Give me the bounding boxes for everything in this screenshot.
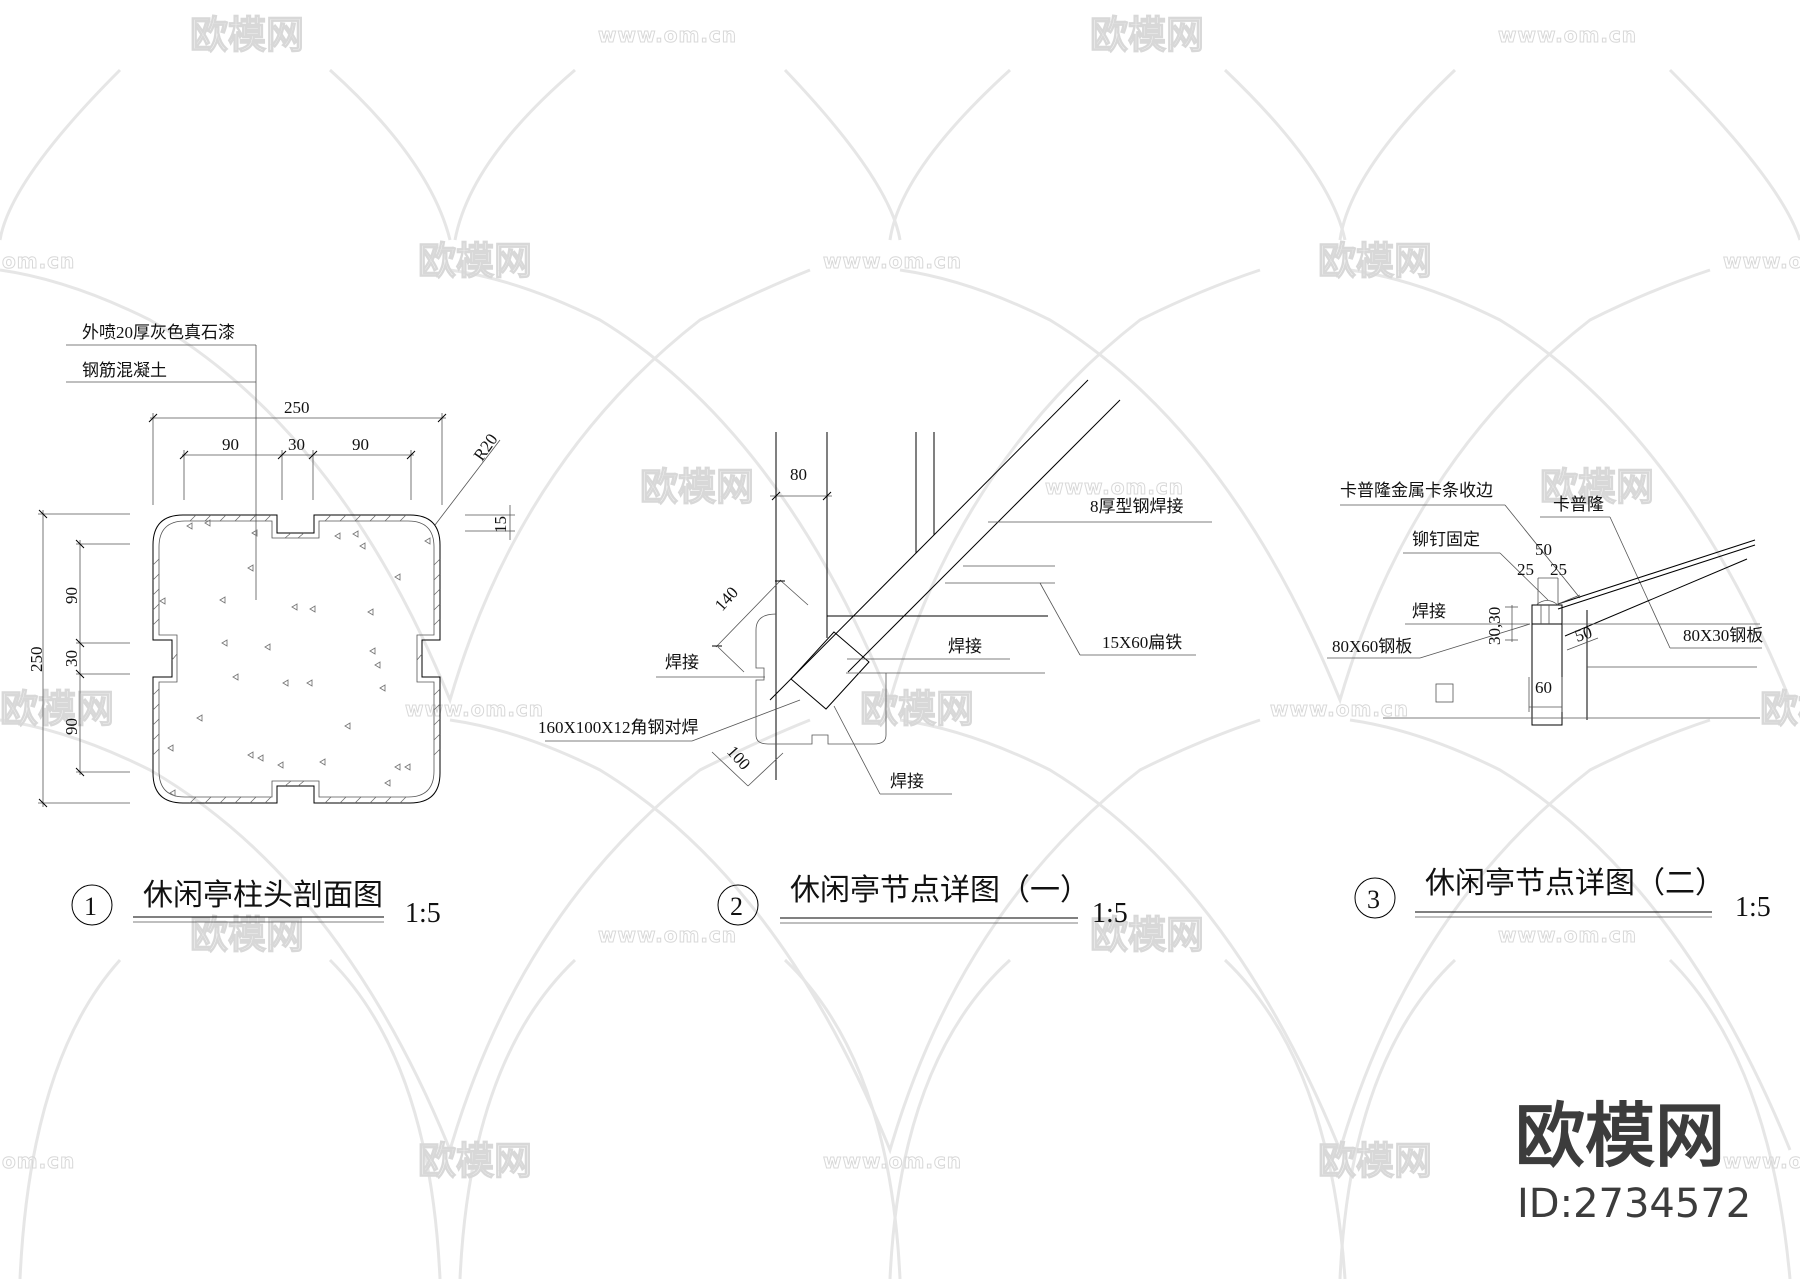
- watermark-brand: 欧模网: [1318, 239, 1432, 283]
- site-stamp: 欧模网 ID:2734572: [1515, 1095, 1751, 1227]
- drawing-2-node-detail-1: 80 140 100 8厚型钢焊接 15X60扁铁 焊接 焊接: [538, 379, 1212, 929]
- watermark-brand: 欧模网: [1318, 1139, 1432, 1183]
- dim-diag: 50: [1572, 622, 1594, 645]
- dim-top: 50: [1535, 540, 1552, 559]
- watermark-url: www.om.cn: [1045, 475, 1184, 499]
- drawing-number: 1: [84, 892, 97, 921]
- drawing-number: 2: [730, 892, 743, 921]
- column-outline: [152, 514, 441, 804]
- dim-notch: 15: [491, 516, 510, 533]
- watermark-url: www.om.cn: [598, 923, 737, 947]
- drawing-number-circle: [1354, 877, 1396, 919]
- drawing-scale: 1:5: [1735, 892, 1771, 923]
- watermark-url: www.om.cn: [598, 23, 737, 47]
- label-material: 钢筋混凝土: [82, 361, 167, 380]
- watermark-url: www.om.cn: [823, 249, 962, 273]
- drawing-title: 休闲亭节点详图（一）: [790, 874, 1090, 907]
- watermark-url: www.om.cn: [823, 1149, 962, 1173]
- drawing-title: 休闲亭柱头剖面图: [143, 879, 383, 912]
- watermark-brand: 欧模网: [1540, 465, 1654, 509]
- drawing-3-node-detail-2: 卡普隆金属卡条收边 卡普隆 铆钉固定 焊接 80X60钢板 80X30钢板: [1327, 481, 1771, 923]
- label-trim: 卡普隆金属卡条收边: [1340, 481, 1493, 500]
- label-rivet: 铆钉固定: [1412, 530, 1480, 549]
- label-plate-80x30: 80X30钢板: [1683, 626, 1763, 645]
- dim-top: 80: [790, 465, 807, 484]
- dim-left-mid: 30: [62, 650, 81, 667]
- label-weld-right: 焊接: [948, 637, 982, 656]
- watermark-url: www.om.cn: [1498, 23, 1637, 47]
- watermark-url: www.om.cn: [1723, 249, 1800, 273]
- dim-bottom: 60: [1535, 678, 1552, 697]
- label-flat-iron: 15X60扁铁: [1102, 633, 1182, 652]
- drawing-number-circle: [717, 884, 759, 926]
- label-coating: 外喷20厚灰色真石漆: [82, 323, 235, 342]
- steel-post: [1531, 604, 1563, 726]
- label-polycarbonate: 卡普隆: [1553, 495, 1604, 514]
- dim-top-left: 25: [1517, 560, 1534, 579]
- watermark-brand: 欧模网: [190, 13, 304, 57]
- watermark-brand: 欧模网: [1090, 13, 1204, 57]
- dim-top-mid: 30: [288, 435, 305, 454]
- watermark-brand: 欧模网: [1760, 687, 1800, 731]
- watermark-brand: 欧模网: [0, 687, 114, 731]
- watermark-brand: 欧模网: [860, 687, 974, 731]
- stamp-id: ID:2734572: [1517, 1181, 1751, 1227]
- label-steel-weld: 8厚型钢焊接: [1090, 497, 1184, 516]
- label-plate-80x60: 80X60钢板: [1332, 637, 1412, 656]
- dim-top-right: 25: [1550, 560, 1567, 579]
- label-weld-left: 焊接: [665, 653, 699, 672]
- drawing-scale: 1:5: [405, 898, 441, 929]
- watermark-url: om.cn: [2, 249, 75, 273]
- watermark-brand: 欧模网: [418, 1139, 532, 1183]
- dim-diag-upper: 140: [711, 583, 742, 615]
- drawing-number: 3: [1367, 885, 1380, 914]
- watermark-url: www.om.cn: [1723, 1149, 1800, 1173]
- small-marker: [1435, 683, 1454, 703]
- label-weld: 焊接: [1412, 602, 1446, 621]
- label-weld-bottom: 焊接: [890, 772, 924, 791]
- dim-left-total: 250: [27, 647, 46, 673]
- watermark-brand: 欧模网: [1090, 913, 1204, 957]
- watermark-logos: 欧模网 www.om.cn 欧模网 www.om.cn om.cn 欧模网 ww…: [0, 12, 1800, 1183]
- watermark-brand: 欧模网: [190, 913, 304, 957]
- dim-left-bottom: 90: [62, 718, 81, 735]
- watermark-brand: 欧模网: [640, 465, 754, 509]
- watermark-url: www.om.cn: [1498, 923, 1637, 947]
- drawing-title: 休闲亭节点详图（二）: [1425, 867, 1725, 900]
- drawing-scale: 1:5: [1092, 898, 1128, 929]
- watermark-url: www.om.cn: [1270, 697, 1409, 721]
- dim-top-left: 90: [222, 435, 239, 454]
- coating-hatch: [152, 514, 441, 804]
- drawing-number-circle: [71, 884, 113, 926]
- watermark-brand: 欧模网: [418, 239, 532, 283]
- dim-top-right: 90: [352, 435, 369, 454]
- watermark-url: www.om.cn: [405, 697, 544, 721]
- dim-left-top: 90: [62, 587, 81, 604]
- dim-vert: 30,30: [1485, 607, 1504, 645]
- dim-radius: R20: [470, 430, 502, 464]
- angle-steel-plate: [790, 631, 870, 710]
- stamp-brand: 欧模网: [1515, 1095, 1725, 1177]
- watermark-url: om.cn: [2, 1149, 75, 1173]
- watermark-pattern: [0, 68, 1800, 1279]
- dim-top-total: 250: [284, 398, 310, 417]
- label-angle-steel: 160X100X12角钢对焊: [538, 718, 699, 737]
- concrete-aggregate: [159, 519, 431, 797]
- drawing-1-column-head-section: 外喷20厚灰色真石漆 钢筋混凝土 250 90 30 90 250: [27, 323, 515, 929]
